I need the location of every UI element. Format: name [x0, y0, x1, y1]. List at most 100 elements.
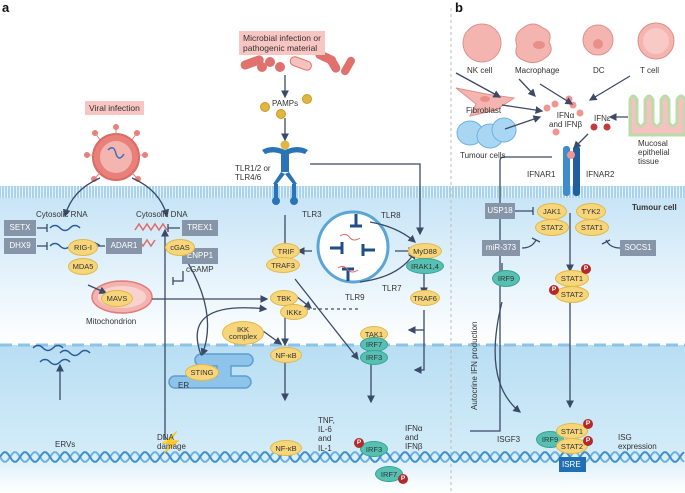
usp18-box: USP18	[485, 203, 515, 219]
pamps-icon	[260, 94, 312, 119]
tlr3-label: TLR3	[302, 210, 322, 219]
arrows	[56, 72, 631, 440]
mucosal-line-2: epithelial	[638, 148, 670, 158]
nfkb-nuclear-node: NF-κB	[270, 440, 302, 456]
endosome-icon	[316, 210, 390, 284]
ifn-ab-label: IFNα and IFNβ	[549, 111, 582, 129]
ikke-node: IKKε	[280, 304, 308, 320]
ifn-e-label: IFNε	[594, 114, 611, 123]
isgf3-stat1-node: STAT1	[556, 423, 588, 439]
fibroblast-icon	[455, 87, 516, 117]
tlr-surface-line-1: TLR1/2 or	[235, 164, 271, 173]
ifn-ab-line-1: IFNα	[556, 111, 575, 120]
trex1-box: TREX1	[182, 220, 218, 236]
cytokines-label: TNF, IL-6 and IL-1	[318, 416, 335, 453]
jak1-node: JAK1	[537, 203, 567, 220]
pamps-label: PAMPs	[272, 99, 299, 108]
ifnar2-label: IFNAR2	[586, 170, 615, 179]
cgamp-label: cGAMP	[186, 265, 214, 274]
mitochondrion-label: Mitochondrion	[86, 317, 137, 326]
ikk-complex-node: IKK complex	[222, 321, 264, 345]
tyk2-node: TYK2	[576, 203, 606, 220]
nk-cell-icon	[462, 23, 502, 63]
rig-i-node: RIG-I	[68, 239, 98, 256]
phospho-badge: P	[549, 285, 559, 295]
tlr8-label: TLR8	[381, 211, 401, 220]
tlr9-label: TLR9	[345, 293, 365, 302]
ifnar1-label: IFNAR1	[527, 170, 556, 179]
ikk-complex-line-2: complex	[229, 332, 257, 341]
isgf3-stat2-node: STAT2	[556, 438, 588, 454]
phospho-badge: P	[581, 264, 591, 274]
ervs-label: ERVs	[55, 440, 76, 449]
cytokines-line-2: IL-6	[318, 425, 332, 435]
phospho-badge: P	[398, 474, 408, 484]
setx-box: SETX	[4, 220, 36, 236]
tlr-surface-line-2: TLR4/6	[235, 173, 262, 183]
fibroblast-label: Fibroblast	[466, 106, 502, 115]
ifn-out-line-1: IFNα	[405, 424, 423, 433]
mucosal-line-1: Mucosal	[638, 139, 668, 148]
traf6-node: TRAF6	[410, 290, 440, 306]
microbial-infection-label: Microbial infection or pathogenic materi…	[239, 31, 325, 56]
ifnar-receptor-icon	[563, 146, 580, 196]
dc-label: DC	[593, 66, 605, 75]
cytosolic-rna-label: Cytosolic RNA	[36, 210, 88, 219]
autocrine-arrow	[470, 156, 552, 432]
microbial-line-1: Microbial infection or	[243, 33, 321, 43]
dna-damage-label: DNA damage	[157, 433, 186, 451]
isre-box	[559, 457, 586, 472]
panel-label-a: a	[2, 0, 10, 15]
microbes-icon	[240, 50, 355, 76]
mda5-node: MDA5	[68, 258, 98, 275]
microbial-line-2: pathogenic material	[243, 43, 318, 54]
ifn-output-label: IFNα and IFNβ	[405, 424, 423, 452]
macrophage-label: Macrophage	[515, 66, 560, 75]
virus-icon	[84, 124, 148, 182]
dna-damage-line-2: damage	[157, 442, 186, 452]
irf3-nuclear-node: IRF3	[360, 441, 388, 457]
phospho-badge: P	[583, 419, 593, 429]
viral-infection-label: Viral infection	[85, 101, 144, 116]
irak14-node: IRAK1,4	[406, 258, 444, 274]
tlr-surface-label: TLR1/2 or TLR4/6	[235, 164, 271, 182]
isg-line-2: expression	[618, 442, 657, 452]
tumour-cells-label: Tumour cells	[460, 151, 506, 160]
isre-label: ISRE	[562, 460, 581, 469]
isg-line-1: ISG	[618, 433, 632, 442]
adar1-box: ADAR1	[106, 238, 142, 254]
ikk-complex-line-1: IKK	[236, 324, 250, 334]
ifn-out-line-2: and	[405, 433, 419, 443]
plasma-membrane	[0, 186, 685, 198]
stat1-node: STAT1	[575, 219, 609, 236]
isgf3-label: ISGF3	[497, 435, 521, 444]
panel-label-b: b	[455, 0, 463, 15]
irf9-node: IRF9	[492, 270, 520, 287]
myd88-node: MyD88	[408, 243, 442, 259]
mavs-node: MAVS	[101, 290, 133, 307]
cytokines-line-1: TNF,	[318, 416, 335, 425]
p-stat2-node: STAT2	[555, 286, 589, 303]
isg-expression-label: ISG expression	[618, 433, 657, 451]
cytokines-line-4: IL-1	[318, 443, 332, 453]
tumour-cells-icon	[456, 117, 517, 149]
cytokines-line-3: and	[318, 434, 332, 444]
er-label: ER	[178, 381, 190, 390]
t-cell-label: T cell	[640, 66, 659, 75]
irf7-node: IRF7	[360, 337, 388, 352]
dna-damage-line-1: DNA	[157, 433, 174, 442]
tlr7-label: TLR7	[382, 284, 402, 293]
lightning-icon: ⚡	[158, 432, 183, 454]
traf3-node: TRAF3	[266, 257, 300, 273]
phospho-badge: P	[583, 436, 593, 446]
socs1-box: SOCS1	[620, 240, 656, 256]
macrophage-icon	[515, 23, 552, 64]
dc-icon	[582, 24, 614, 56]
dhx9-box: DHX9	[4, 238, 36, 254]
phospho-badge: P	[354, 438, 364, 448]
er-icon	[168, 353, 254, 389]
nfkb-node: NF-κB	[270, 347, 302, 363]
nk-cell-label: NK cell	[467, 66, 493, 75]
